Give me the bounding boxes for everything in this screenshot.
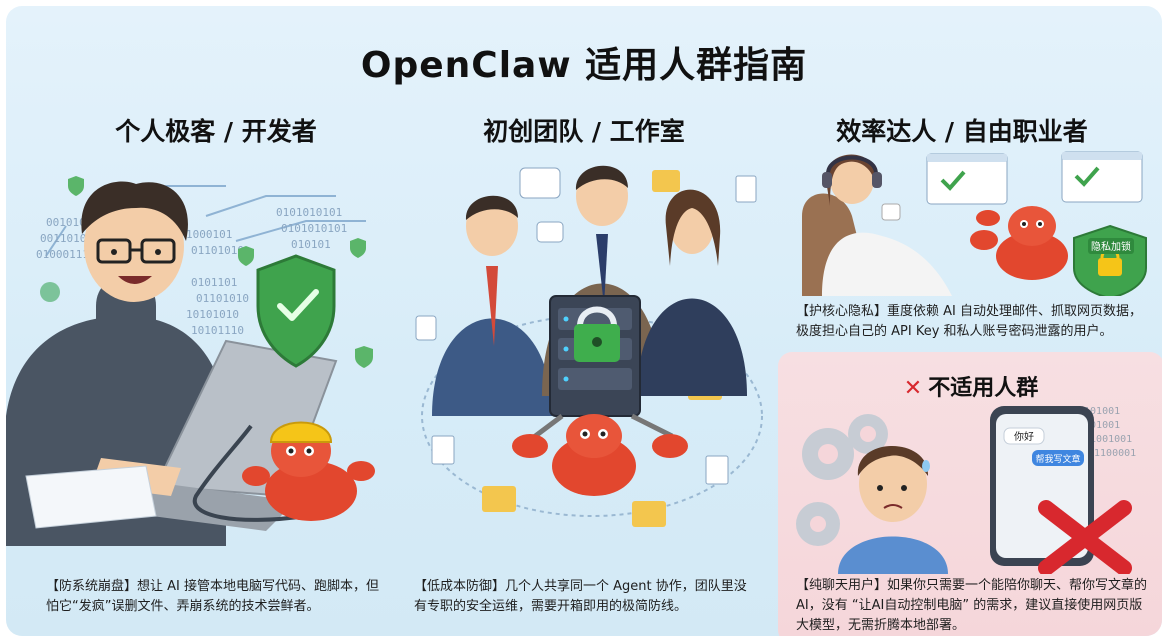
security-shield-icon <box>256 254 336 368</box>
usb-cable <box>192 424 307 522</box>
binary-text: 01101010 <box>196 292 249 305</box>
unsuitable-title-row: ✕不适用人群 <box>778 370 1162 402</box>
column-title-developer: 个人极客 / 开发者 <box>115 117 317 146</box>
binary-text: 10101001 <box>1072 420 1120 431</box>
description-unsuitable: 【纯聊天用户】如果你只需要一个能陪你聊天、帮你写文章的AI，没有 “让AI自动控… <box>796 578 1148 633</box>
binary-text: 011001001 <box>1078 434 1132 445</box>
privacy-lock-shield-icon <box>1073 224 1147 296</box>
poster: OpenClaw 适用人群指南 个人极客 / 开发者 初创团队 / 工作室 效率… <box>6 6 1162 636</box>
binary-text: 10101110 <box>191 324 244 337</box>
lobster-mascot-icon <box>970 206 1068 280</box>
chat-user-illustration: 0101001 10101001 011001001 01100001 <box>796 406 1136 574</box>
binary-text: 0101010101 <box>281 222 347 235</box>
page-title: OpenClaw 适用人群指南 <box>360 45 808 86</box>
column-title-freelancer: 效率达人 / 自由职业者 <box>836 117 1088 146</box>
description-freelancer: 【护核心隐私】重度依赖 AI 自动处理邮件、抓取网页数据，极度担心自己的 API… <box>796 304 1142 339</box>
description-developer: 【防系统崩盘】想让 AI 接管本地电脑写代码、跑脚本，但怕它“发疯”误删文件、弄… <box>46 579 379 614</box>
browser-window-icons <box>926 151 1143 205</box>
speech-bubble-icons <box>415 167 564 341</box>
team-illustration <box>415 165 763 527</box>
developer-illustration: 001010 0011010 01000111 1000101 01101010… <box>6 176 375 546</box>
privacy-badge-label: 隐私加锁 <box>1091 240 1131 253</box>
relaxing-woman <box>802 154 952 296</box>
unsuitable-panel: ✕不适用人群 0101001 10101001 011001001 011000… <box>778 352 1162 636</box>
binary-text: 0101010101 <box>276 206 342 219</box>
binary-text: 10101010 <box>186 308 239 321</box>
paper-sheet <box>25 465 157 529</box>
user-circle-icon <box>40 282 60 302</box>
binary-text: 01100001 <box>1088 448 1136 459</box>
flow-arrows <box>421 315 763 517</box>
lobster-mascot-icon <box>242 421 375 521</box>
binary-decor: 0101001 10101001 011001001 01100001 <box>1072 406 1136 459</box>
red-x-icon: ✕ <box>903 376 923 401</box>
chat-bubble-hello: 你好 <box>1014 430 1034 443</box>
binary-decor: 001010 0011010 01000111 1000101 01101010… <box>36 206 347 337</box>
lobster-mascot-icon <box>512 413 688 496</box>
binary-text: 1000101 <box>186 228 232 241</box>
binary-text: 0101101 <box>191 276 237 289</box>
binary-text: 010101 <box>291 238 331 251</box>
binary-text: 0101001 <box>1078 406 1120 417</box>
chat-bubble-write-article: 帮我写文章 <box>1035 453 1080 465</box>
mini-shield-icons <box>68 176 373 368</box>
document-icons <box>431 175 757 485</box>
binary-text: 01000111 <box>36 248 89 261</box>
padlock-icon <box>574 306 620 362</box>
unsuitable-title: 不适用人群 <box>928 376 1039 401</box>
binary-text: 01101010 <box>191 244 244 257</box>
privacy-badge <box>1088 238 1134 254</box>
freelancer-illustration: 隐私加锁 <box>802 151 1147 296</box>
binary-text: 001010 <box>46 216 86 229</box>
confused-boy <box>838 446 948 574</box>
column-title-startup: 初创团队 / 工作室 <box>483 117 685 146</box>
big-red-x-icon <box>1038 500 1132 574</box>
description-startup: 【低成本防御】几个人共享同一个 Agent 协作，团队里没有专职的安全运维，需要… <box>414 579 747 614</box>
gear-icons <box>796 414 888 546</box>
binary-text: 0011010 <box>40 232 86 245</box>
